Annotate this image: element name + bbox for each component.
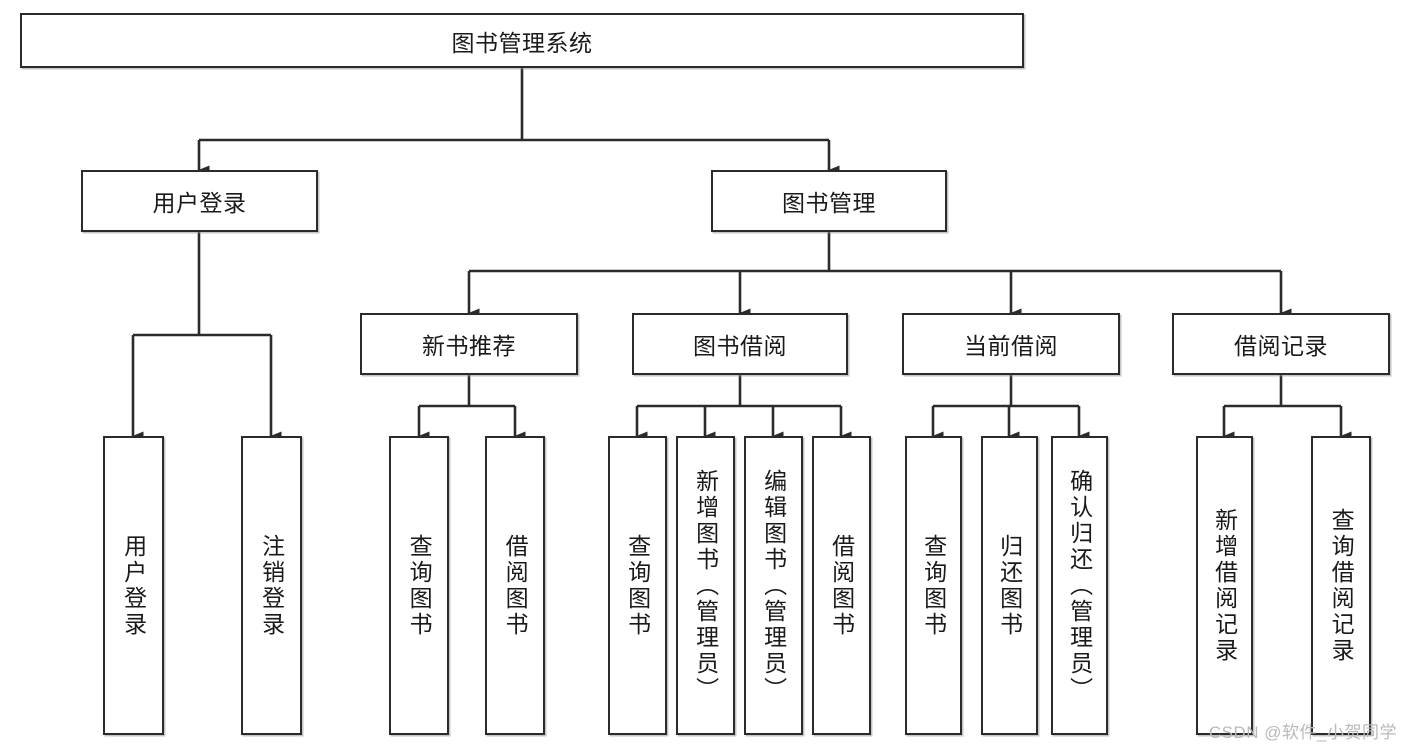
node-leaf-query-book-3[interactable]: 查询图书 [905, 436, 962, 735]
node-leaf-query-book-1[interactable]: 查询图书 [389, 436, 449, 735]
node-label: 新增借阅记录 [1211, 507, 1238, 664]
node-leaf-query-record[interactable]: 查询借阅记录 [1311, 436, 1371, 735]
node-leaf-add-record[interactable]: 新增借阅记录 [1196, 436, 1253, 735]
node-leaf-query-book-2[interactable]: 查询图书 [608, 436, 667, 735]
node-leaf-user-login[interactable]: 用户登录 [103, 436, 164, 735]
node-label: 新增图书（管理员） [692, 468, 719, 703]
node-label: 图书管理 [782, 190, 876, 216]
node-new-book-recommend[interactable]: 新书推荐 [360, 313, 578, 375]
node-leaf-add-book[interactable]: 新增图书（管理员） [676, 436, 735, 735]
node-leaf-edit-book[interactable]: 编辑图书（管理员） [744, 436, 803, 735]
node-leaf-borrow-book-2[interactable]: 借阅图书 [812, 436, 871, 735]
node-label: 当前借阅 [964, 333, 1058, 359]
node-label: 图书管理系统 [451, 29, 593, 56]
node-label: 用户登录 [152, 190, 247, 216]
node-label: 图书借阅 [693, 333, 787, 359]
node-label: 查询图书 [624, 533, 651, 638]
node-label: 查询借阅记录 [1328, 507, 1355, 664]
node-leaf-confirm-return[interactable]: 确认归还（管理员） [1051, 436, 1108, 735]
node-label: 归还图书 [996, 533, 1023, 638]
node-label: 用户登录 [120, 533, 147, 638]
node-book-borrow[interactable]: 图书借阅 [632, 313, 848, 375]
node-label: 借阅图书 [828, 533, 855, 638]
node-leaf-return-book[interactable]: 归还图书 [981, 436, 1038, 735]
node-leaf-user-logout[interactable]: 注销登录 [241, 436, 302, 735]
node-label: 借阅图书 [502, 533, 529, 638]
node-label: 编辑图书（管理员） [760, 468, 787, 703]
node-label: 新书推荐 [422, 333, 516, 359]
node-label: 借阅记录 [1234, 333, 1328, 359]
node-book-manage[interactable]: 图书管理 [711, 170, 947, 232]
node-label: 注销登录 [258, 533, 285, 638]
node-borrow-record[interactable]: 借阅记录 [1172, 313, 1390, 375]
node-leaf-borrow-book-1[interactable]: 借阅图书 [485, 436, 545, 735]
node-user-login[interactable]: 用户登录 [81, 170, 318, 232]
node-label: 查询图书 [406, 533, 433, 638]
node-label: 查询图书 [920, 533, 947, 638]
node-current-borrow[interactable]: 当前借阅 [902, 313, 1120, 375]
node-label: 确认归还（管理员） [1066, 468, 1093, 703]
node-root[interactable]: 图书管理系统 [20, 13, 1024, 68]
